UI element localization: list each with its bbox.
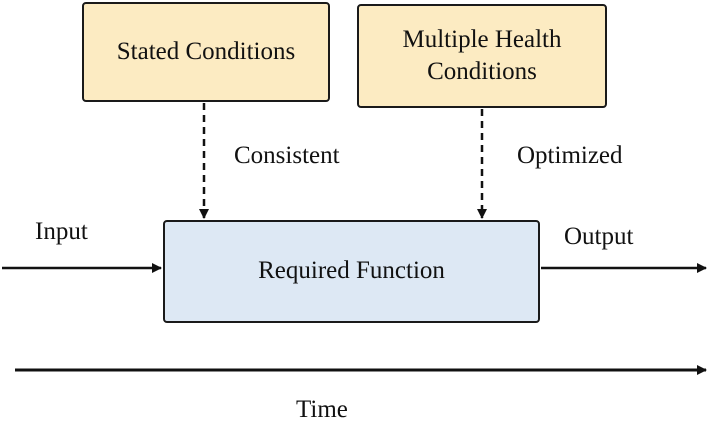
- multiple-health-line-1: Multiple Health: [402, 25, 562, 53]
- output-label: Output: [564, 223, 634, 250]
- multiple-health-conditions-box: Multiple Health Conditions: [357, 4, 607, 108]
- optimized-label: Optimized: [517, 142, 623, 169]
- multiple-health-line-2: Conditions: [427, 58, 537, 85]
- time-label: Time: [296, 396, 348, 423]
- stated-conditions-label: Stated Conditions: [116, 37, 296, 65]
- required-function-box: Required Function: [163, 220, 540, 323]
- stated-conditions-box: Stated Conditions: [82, 2, 330, 102]
- consistent-label: Consistent: [234, 142, 340, 169]
- input-label: Input: [35, 218, 88, 245]
- required-function-label: Required Function: [258, 257, 445, 285]
- multiple-health-conditions-label: Multiple Health Conditions: [403, 24, 562, 89]
